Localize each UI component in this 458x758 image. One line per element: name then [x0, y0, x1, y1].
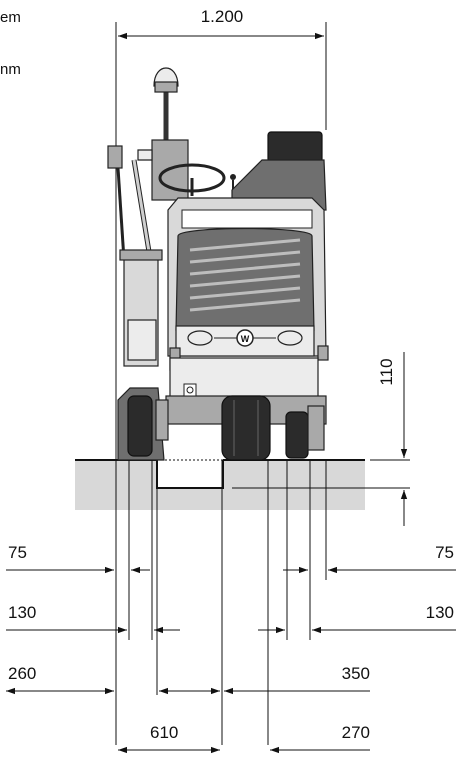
- left-130-label: 130: [8, 603, 36, 622]
- right-270-label: 270: [342, 723, 370, 742]
- overall-width-dimension: 1.200: [115, 7, 327, 460]
- dimension-row-1: 75 75: [6, 543, 456, 574]
- caption-fragment-1: em: [0, 9, 21, 26]
- height-step-label: 110: [377, 358, 396, 385]
- dimension-row-2: 130 130: [6, 603, 456, 634]
- left-610-label: 610: [150, 723, 178, 742]
- right-75-label: 75: [435, 543, 454, 562]
- front-grille: [175, 227, 315, 331]
- left-75-label: 75: [8, 543, 27, 562]
- overall-width-label: 1.200: [201, 7, 244, 26]
- dimension-row-3: 260 350: [6, 664, 370, 695]
- right-350-label: 350: [342, 664, 370, 683]
- dimension-row-4: 610 270: [118, 723, 370, 754]
- right-130-label: 130: [426, 603, 454, 622]
- extension-lines: [115, 460, 327, 745]
- floor-section: [75, 459, 410, 510]
- brand-logo: W: [241, 334, 250, 344]
- left-260-label: 260: [8, 664, 36, 683]
- caption-fragment-2: nm: [0, 61, 21, 78]
- beacon-light: [153, 67, 179, 150]
- height-step-dimension: 110: [377, 352, 408, 526]
- machine-illustration: W: [107, 67, 329, 461]
